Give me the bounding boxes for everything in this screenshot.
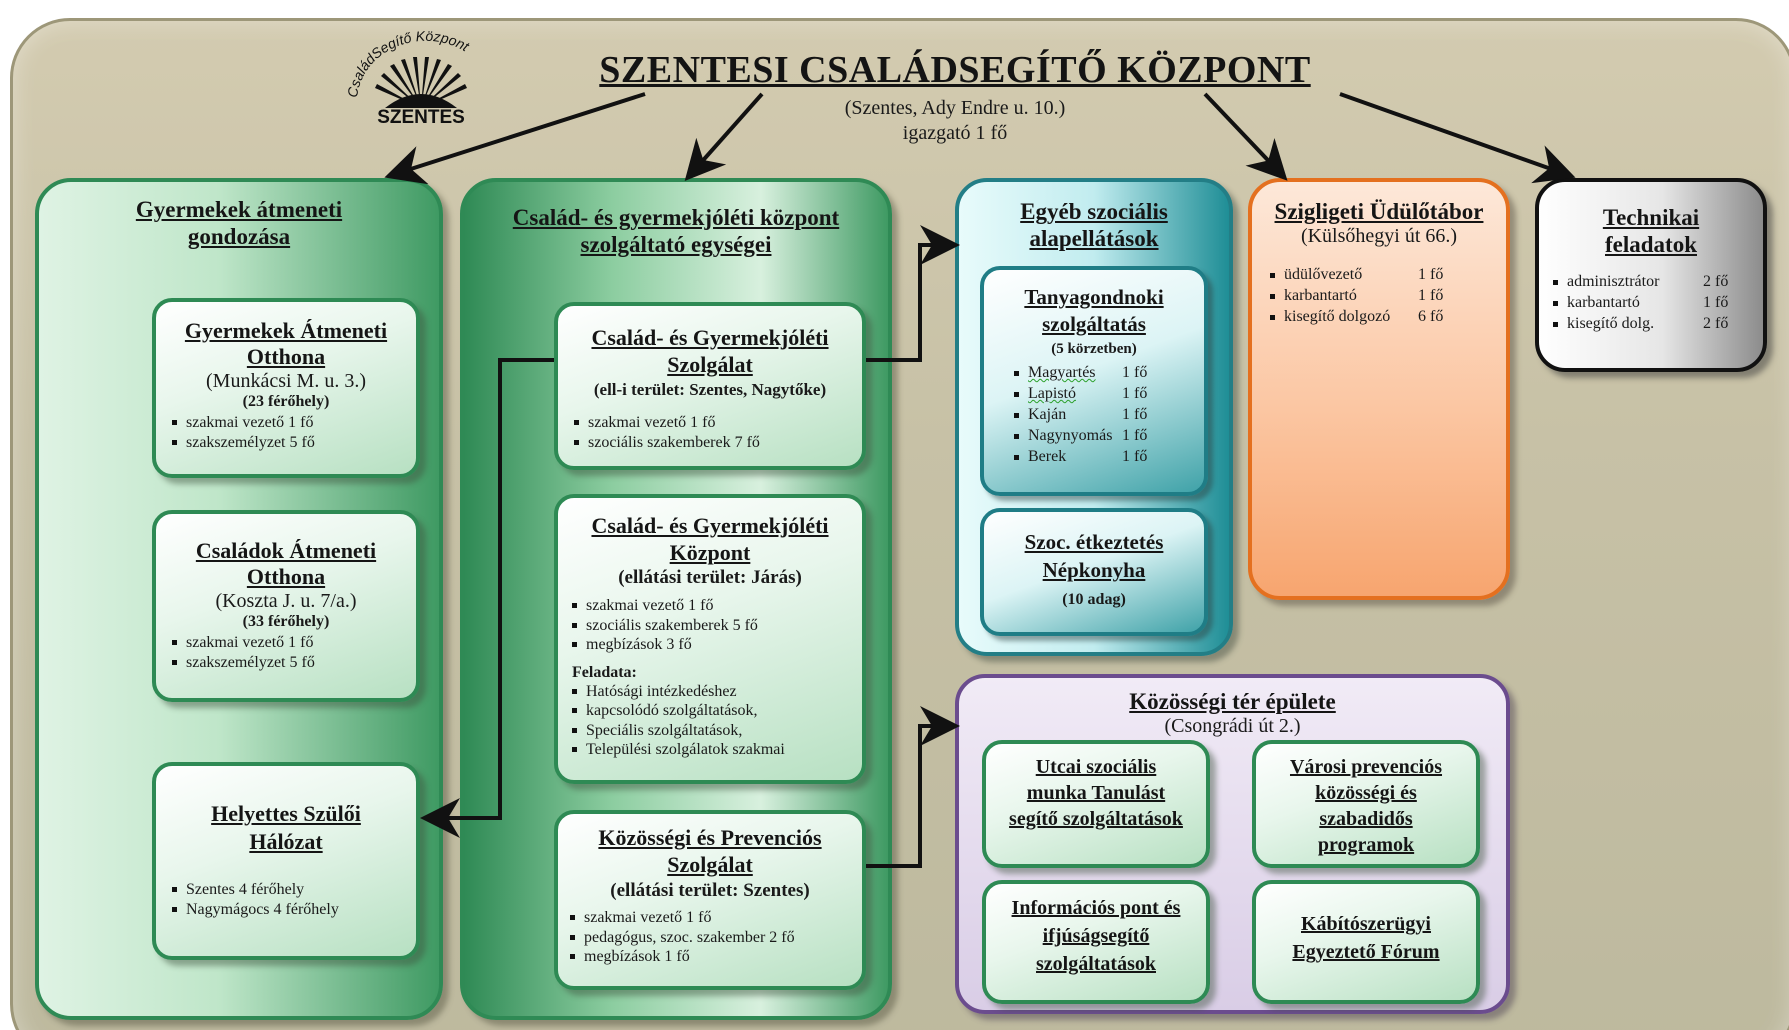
list-item: pedagógus, szoc. szakember 2 fő	[570, 928, 862, 948]
list-item: adminisztrátor 2 fő	[1553, 272, 1763, 293]
street-work-title: Utcai szociális munka Tanulást segítő sz…	[1009, 756, 1183, 830]
prevention-area: (ellátási terület: Szentes)	[610, 880, 810, 901]
header-address: (Szentes, Ady Endre u. 10.)	[844, 97, 1066, 119]
list-item: kisegítő dolgozó 6 fő	[1270, 307, 1506, 328]
family-service-list: szakmai vezető 1 fő szociális szakembere…	[574, 413, 862, 452]
list-item: szakszemélyzet 5 fő	[172, 653, 416, 673]
page-title: SZENTESI CSALÁDSEGÍTŐ KÖZPONT	[599, 49, 1311, 91]
list-item: Speciális szolgáltatások,	[572, 721, 862, 741]
kitchen-title: Szoc. étkeztetés Népkonyha	[1024, 530, 1164, 582]
family-service-card: Család- és Gyermekjóléti Szolgálat (ell-…	[554, 302, 866, 470]
family-center-area: (ellátási terület: Járás)	[618, 567, 802, 588]
children-home-list: szakmai vezető 1 fő szakszemélyzet 5 fő	[172, 413, 416, 452]
family-center-title: Család- és gyermekjóléti központ szolgál…	[512, 205, 840, 257]
city-prevention-card: Városi prevenciós közösségi és szabadidő…	[1252, 740, 1480, 868]
list-item: karbantartó 1 fő	[1270, 286, 1506, 307]
family-home-capacity: (33 férőhely)	[242, 613, 330, 630]
technical-title: Technikai feladatok	[1602, 205, 1700, 257]
drug-forum-title: Kábítószerügyi Egyeztető Fórum	[1292, 913, 1440, 963]
list-item: Nagymágocs 4 férőhely	[172, 900, 416, 920]
list-item: Nagynyomás 1 fő	[1014, 426, 1204, 447]
list-item: szakmai vezető 1 fő	[572, 596, 862, 616]
list-item: szakmai vezető 1 fő	[172, 633, 416, 653]
prevention-card: Közösségi és Prevenciós Szolgálat (ellát…	[554, 810, 866, 990]
farm-service-districts: (5 körzetben)	[1051, 341, 1137, 357]
info-point-card: Információs pont és ifjúságsegítő szolgá…	[982, 880, 1210, 1004]
drug-forum-card: Kábítószerügyi Egyeztető Fórum	[1252, 880, 1480, 1004]
info-point-title: Információs pont és ifjúságsegítő szolgá…	[1011, 897, 1181, 975]
list-item: Hatósági intézkedéshez	[572, 682, 862, 702]
street-work-card: Utcai szociális munka Tanulást segítő sz…	[982, 740, 1210, 868]
list-item: Települési szolgálatok szakmai	[572, 740, 862, 760]
farm-service-card: Tanyagondnoki szolgáltatás (5 körzetben)…	[980, 266, 1208, 496]
list-item: Berek 1 fő	[1014, 447, 1204, 468]
family-home-card: Családok Átmeneti Otthona (Koszta J. u. …	[152, 510, 420, 702]
logo-word: SZENTES	[377, 107, 465, 125]
farm-service-list: Magyartés 1 fő Lapistó 1 fő Kaján 1 fő N…	[1014, 363, 1204, 468]
camp-title: Szigligeti Üdülőtábor	[1274, 199, 1484, 224]
list-item: üdülővezető 1 fő	[1270, 265, 1506, 286]
prevention-title: Közösségi és Prevenciós Szolgálat	[598, 825, 822, 877]
social-title: Egyéb szociális alapellátások	[1020, 199, 1168, 251]
children-home-card: Gyermekek Átmeneti Otthona (Munkácsi M. …	[152, 298, 420, 478]
list-item: szakmai vezető 1 fő	[574, 413, 862, 433]
family-home-title: Családok Átmeneti Otthona	[195, 538, 377, 589]
family-center-tasks: Hatósági intézkedéshez kapcsolódó szolgá…	[572, 682, 862, 760]
technical-list: adminisztrátor 2 fő karbantartó 1 fő kis…	[1553, 272, 1763, 335]
family-service-title: Család- és Gyermekjóléti Szolgálat	[591, 325, 829, 377]
prevention-list: szakmai vezető 1 fő pedagógus, szoc. sza…	[570, 908, 862, 967]
children-home-capacity: (23 férőhely)	[242, 393, 330, 410]
family-center-card-title: Család- és Gyermekjóléti Központ	[591, 513, 829, 565]
list-item: karbantartó 1 fő	[1553, 293, 1763, 314]
list-item: szakmai vezető 1 fő	[570, 908, 862, 928]
foster-network-title: Helyettes Szülői Hálózat	[211, 801, 361, 854]
community-address: (Csongrádi út 2.)	[1164, 715, 1301, 737]
list-item: kisegítő dolg. 2 fő	[1553, 314, 1763, 335]
list-item-continued: kapcsolódó szolgáltatások,	[572, 701, 862, 721]
list-item: szociális szakemberek 5 fő	[572, 616, 862, 636]
camp-list: üdülővezető 1 fő karbantartó 1 fő kisegí…	[1270, 265, 1506, 328]
community-title: Közösségi tér épülete	[1129, 689, 1336, 714]
technical-panel: Technikai feladatok adminisztrátor 2 fő …	[1535, 178, 1767, 372]
family-center-task-label: Feladata:	[572, 663, 637, 681]
list-item: Kaján 1 fő	[1014, 405, 1204, 426]
family-center-card: Család- és Gyermekjóléti Központ (ellátá…	[554, 494, 866, 784]
kitchen-card: Szoc. étkeztetés Népkonyha (10 adag)	[980, 508, 1208, 636]
family-center-list: szakmai vezető 1 fő szociális szakembere…	[572, 596, 862, 655]
list-item: szakmai vezető 1 fő	[172, 413, 416, 433]
children-home-address: (Munkácsi M. u. 3.)	[206, 370, 366, 392]
list-item: Magyartés 1 fő	[1014, 363, 1204, 384]
family-home-list: szakmai vezető 1 fő szakszemélyzet 5 fő	[172, 633, 416, 672]
family-home-address: (Koszta J. u. 7/a.)	[215, 590, 357, 612]
list-item: megbízások 3 fő	[572, 635, 862, 655]
family-service-area: (ell-i terület: Szentes, Nagytőke)	[593, 380, 827, 399]
child-care-title: Gyermekek átmeneti gondozása	[135, 197, 343, 249]
list-item: szociális szakemberek 7 fő	[574, 433, 862, 453]
farm-service-title: Tanyagondnoki szolgáltatás	[1024, 285, 1164, 336]
children-home-title: Gyermekek Átmeneti Otthona	[184, 318, 388, 369]
sunburst-icon: CsaládSegítő Központ SZENTES	[344, 28, 473, 128]
list-item: Szentes 4 férőhely	[172, 880, 416, 900]
city-prevention-title: Városi prevenciós közösségi és szabadidő…	[1289, 756, 1443, 856]
camp-address: (Külsőhegyi út 66.)	[1300, 225, 1458, 247]
kitchen-portions: (10 adag)	[1062, 591, 1126, 608]
list-item: szakszemélyzet 5 fő	[172, 433, 416, 453]
list-item: Lapistó 1 fő	[1014, 384, 1204, 405]
logo: CsaládSegítő Központ SZENTES	[335, 28, 505, 128]
list-item: megbízások 1 fő	[570, 947, 862, 967]
foster-network-list: Szentes 4 férőhely Nagymágocs 4 férőhely	[172, 880, 416, 919]
camp-panel: Szigligeti Üdülőtábor (Külsőhegyi út 66.…	[1248, 178, 1510, 600]
foster-network-card: Helyettes Szülői Hálózat Szentes 4 férőh…	[152, 762, 420, 960]
header-director: igazgató 1 fő	[902, 122, 1008, 144]
